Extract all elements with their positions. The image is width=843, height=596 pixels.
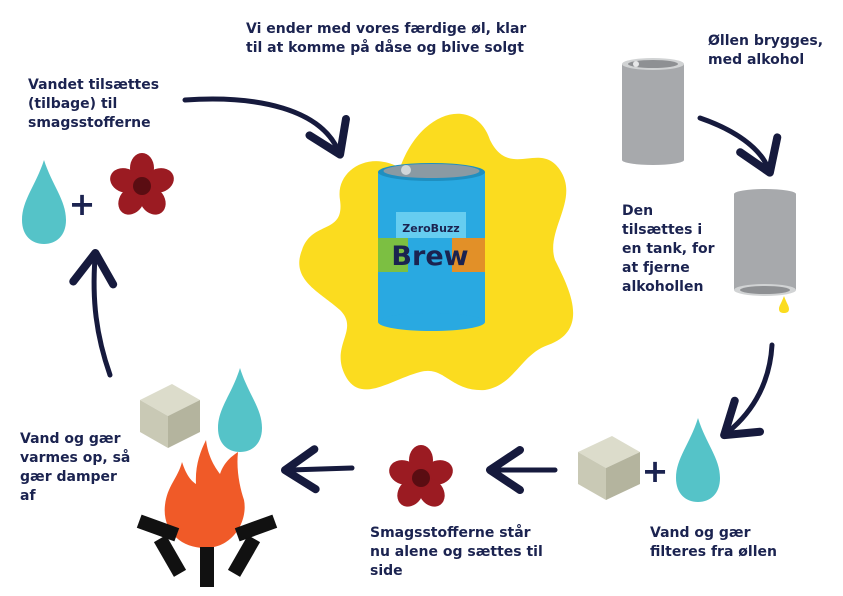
yeast-cube-icon: [578, 436, 640, 500]
arrow-heat-to-water: [69, 249, 118, 378]
arrow-flavors-to-heat: [281, 445, 355, 494]
beer-can: ZeroBuzz Brew: [378, 163, 485, 331]
water-drop-icon: [218, 368, 262, 452]
plus-icon: +: [69, 185, 96, 223]
fire-icon: [164, 440, 245, 548]
arrow-to-can: [182, 96, 350, 159]
water-drop-icon: [676, 418, 720, 502]
logs-icon: [136, 514, 278, 587]
arrow-tank-to-filter: [720, 342, 775, 440]
flower-icon: [106, 153, 178, 220]
flower-icon: [385, 445, 457, 512]
tank-icon: [734, 189, 796, 313]
plus-icon: +: [642, 452, 669, 490]
label-beer-brewed: Øllen brygges,med alkohol: [708, 33, 824, 68]
yeast-cube-icon: [140, 384, 200, 448]
can-brand-big: Brew: [391, 241, 468, 272]
water-drop-icon: [22, 160, 66, 244]
can-brand-small: ZeroBuzz: [402, 222, 459, 235]
alcohol-drop-icon: [779, 296, 789, 313]
arrow-brew-to-tank: [697, 115, 782, 177]
brew-drum-icon: [622, 58, 684, 165]
